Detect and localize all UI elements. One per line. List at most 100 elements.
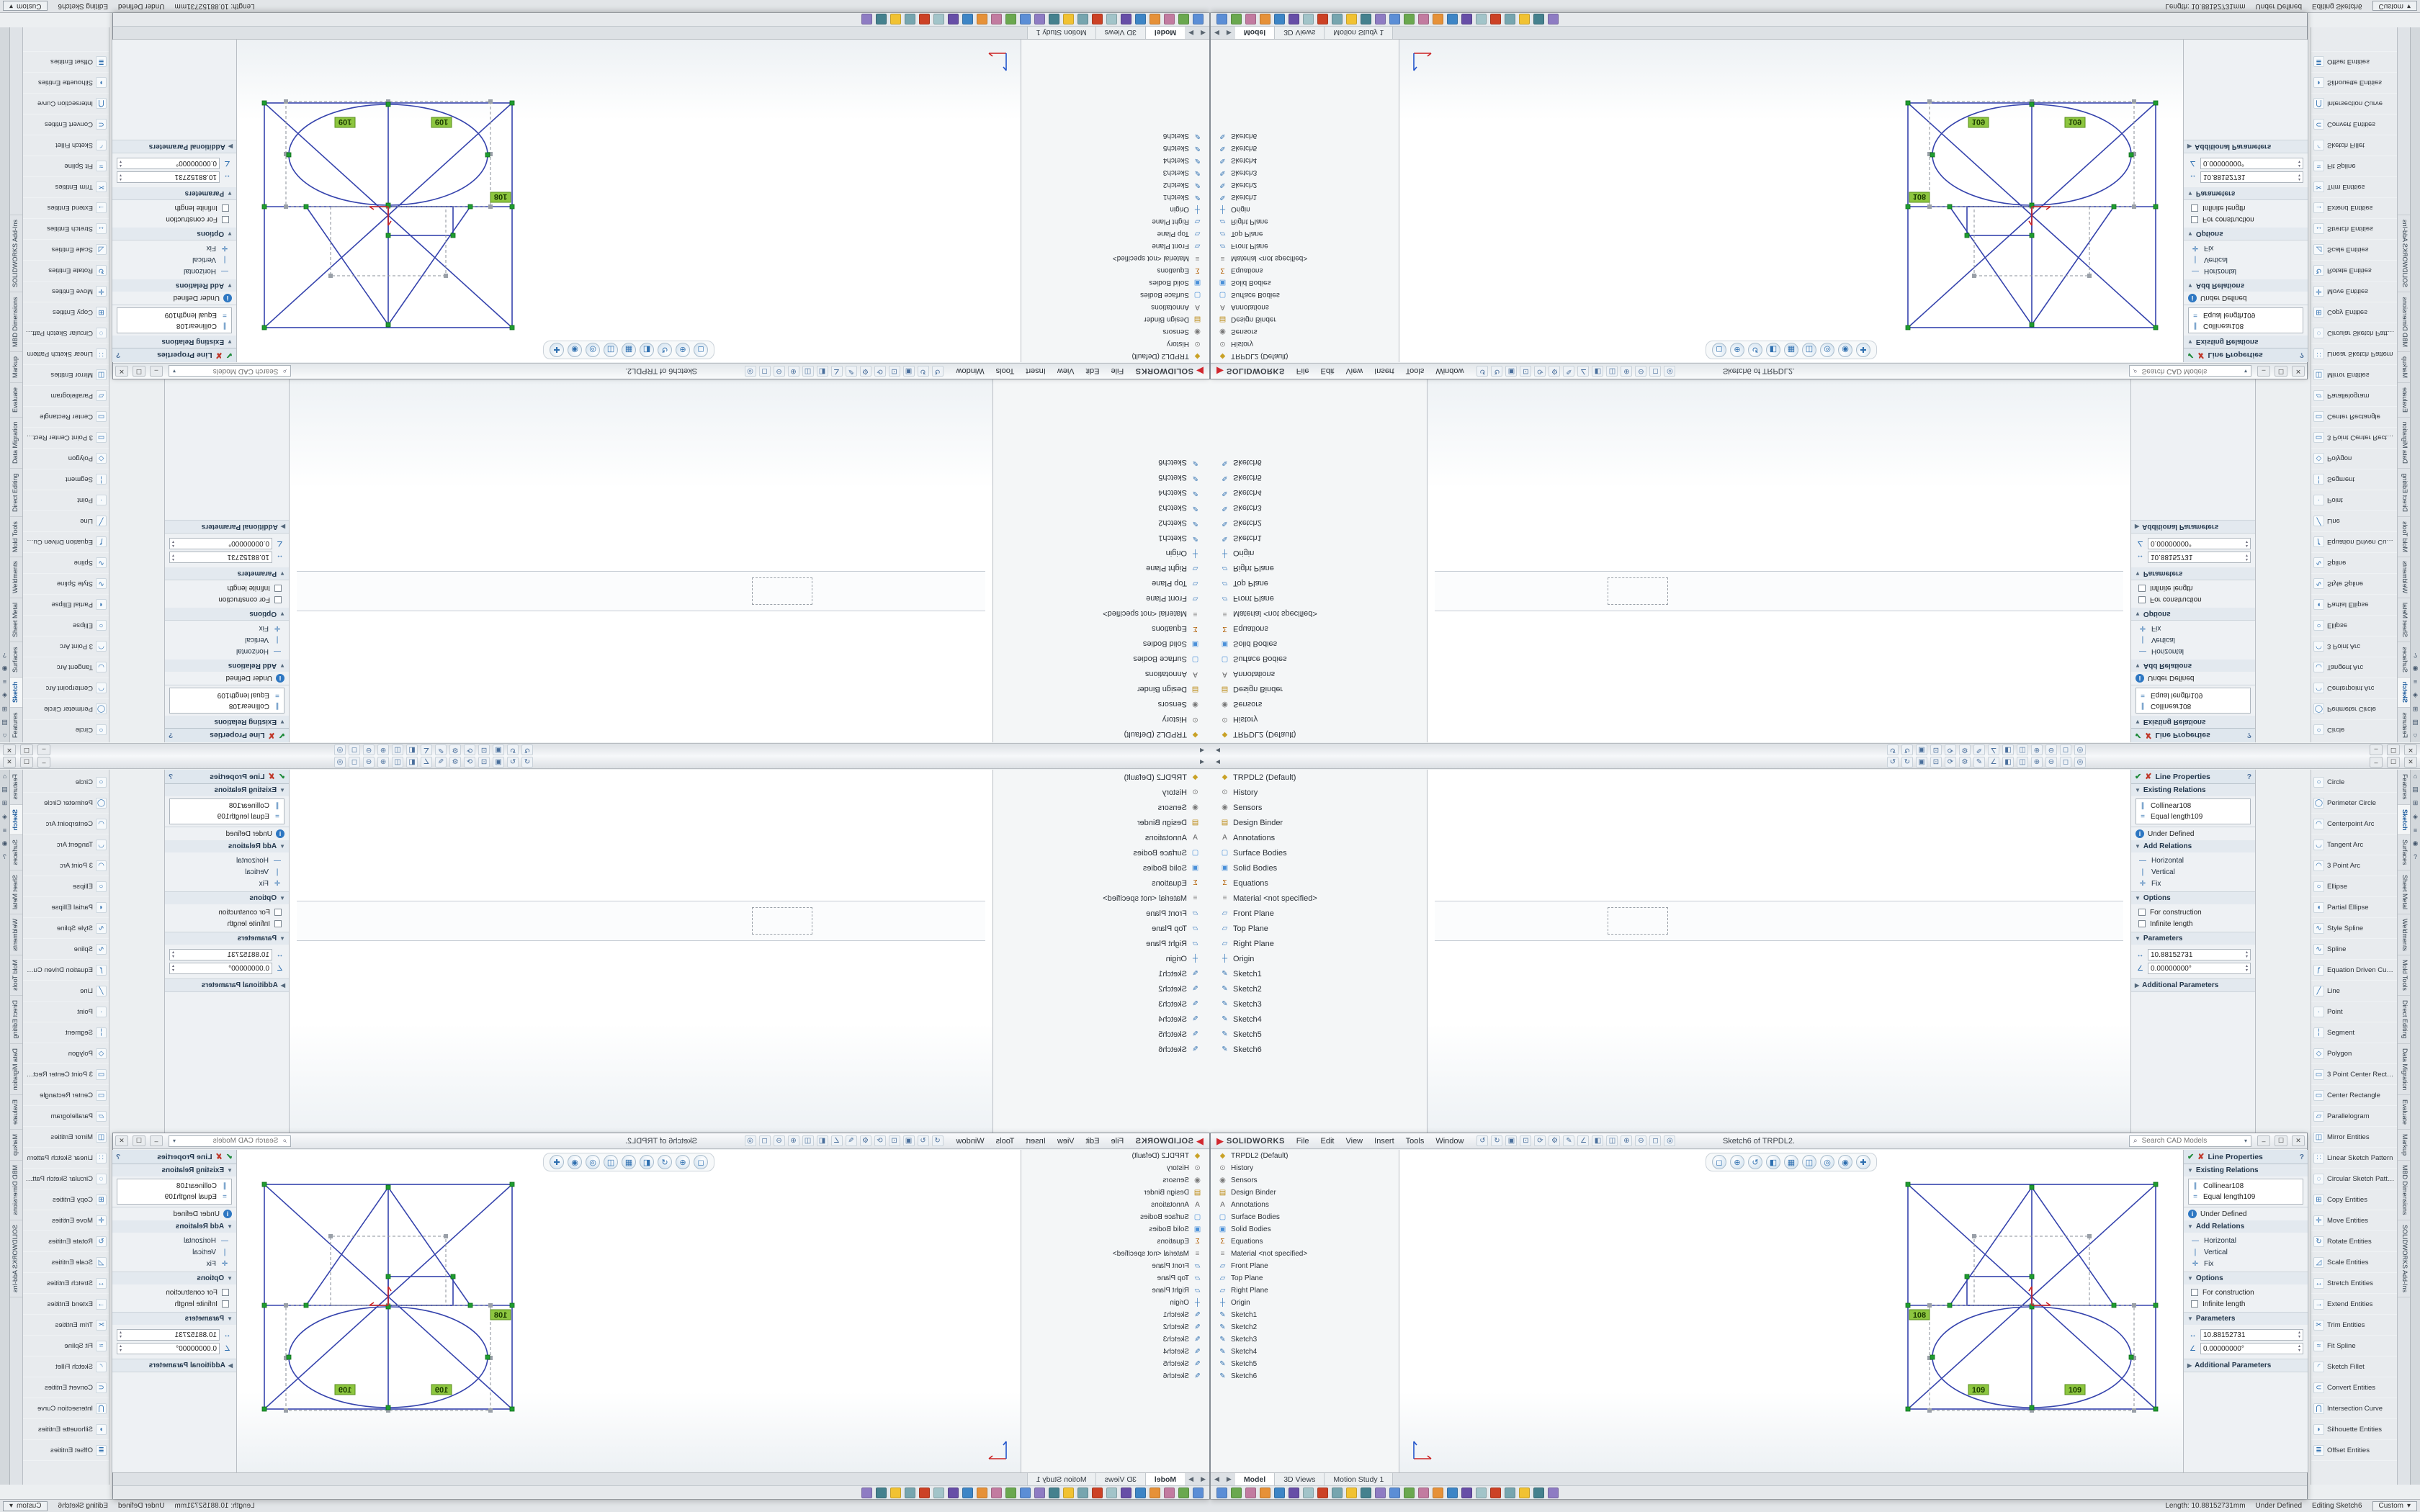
display-style-icon[interactable]: ◫ (1802, 343, 1816, 357)
sketch-tool-button[interactable]: ◖ Partial Ellipse (23, 594, 109, 615)
document-tab[interactable]: Motion Study 1 (1026, 1473, 1095, 1485)
tree-item-top-plane[interactable]: ▱ Top Plane (1210, 576, 1427, 591)
hide-show-icon[interactable]: ◎ (2074, 744, 2086, 755)
sketch-tool-button[interactable]: ◇ Polygon (2311, 1043, 2397, 1064)
appearances-icon[interactable]: ◈ (2413, 813, 2418, 820)
window-control-button[interactable]: – (2257, 1135, 2270, 1146)
zoom-in-icon[interactable]: ⊕ (377, 757, 389, 768)
command-tool-icon[interactable] (1034, 1487, 1045, 1498)
command-tab[interactable]: Sheet Metal (2398, 870, 2410, 914)
measure-icon[interactable]: ∠ (830, 366, 843, 377)
rebuild-icon[interactable]: ⟳ (464, 757, 475, 768)
tab-scroll-arrow[interactable]: ▶ (1226, 30, 1232, 37)
tree-item-sketch3[interactable]: ✎ Sketch3 (1211, 166, 1399, 179)
tree-item-equations[interactable]: Σ Equations (1211, 264, 1399, 276)
existing-relations-header[interactable]: ▼ Existing Relations (2131, 784, 2255, 796)
spinner-icon[interactable]: ▴▾ (2298, 1331, 2300, 1339)
tree-item-sketch4[interactable]: ✎ Sketch4 (1210, 1012, 1427, 1027)
sketch-tool-button[interactable]: ◡ Tangent Arc (23, 657, 109, 678)
option-checkbox-row[interactable]: Infinite length (2188, 1298, 2303, 1310)
command-tool-icon[interactable] (1375, 14, 1386, 25)
appearance-icon[interactable]: ◉ (568, 1155, 582, 1169)
section-view-icon[interactable]: ◧ (640, 1155, 654, 1169)
home-icon[interactable]: ⌂ (2413, 773, 2418, 780)
redo-icon[interactable]: ↻ (507, 757, 519, 768)
sketch-tool-button[interactable]: ◯ Perimeter Circle (23, 793, 109, 814)
additional-parameters-header[interactable]: ▶ Additional Parameters (2184, 1359, 2308, 1372)
tree-item-sketch6[interactable]: ✎ Sketch6 (1210, 1042, 1427, 1057)
option-checkbox-row[interactable]: Infinite length (2136, 582, 2251, 594)
menu-item[interactable]: Tools (1405, 1136, 1425, 1146)
sketch-canvas[interactable]: ◻⊕↺◧▦◫◎◉✚ (237, 1150, 1021, 1472)
menu-item[interactable]: File (1296, 366, 1309, 376)
tree-item-sketch5[interactable]: ✎ Sketch5 (993, 470, 1210, 485)
tree-item-sketch3[interactable]: ✎ Sketch3 (1021, 166, 1209, 179)
command-tool-icon[interactable] (991, 1487, 1002, 1498)
option-checkbox-row[interactable]: Infinite length (117, 1298, 232, 1310)
sketch-tool-button[interactable]: ◇ Polygon (2311, 448, 2397, 469)
sketch-tool-button[interactable]: ○ Circle (2311, 719, 2397, 740)
command-tool-icon[interactable] (1548, 14, 1559, 25)
command-tool-icon[interactable] (861, 14, 872, 25)
spinner-icon[interactable]: ▴▾ (172, 950, 175, 959)
command-tab[interactable]: Data Migration (2398, 416, 2410, 469)
menu-item[interactable]: Window (956, 366, 985, 376)
sketch-tool-button[interactable]: ▭ Center Rectangle (2311, 1085, 2397, 1106)
measure-icon[interactable]: ∠ (1577, 1135, 1590, 1146)
undo-icon[interactable]: ↺ (521, 744, 533, 755)
parameter-input[interactable]: 10.88152731 ▴▾ (2200, 171, 2303, 183)
sketch-tool-button[interactable]: ◌ Circular Sketch Pattern (23, 323, 109, 343)
section-view-icon[interactable]: ◧ (816, 366, 828, 377)
scene-icon[interactable]: ✚ (1856, 343, 1870, 357)
parameters-header[interactable]: ▼ Parameters (165, 567, 289, 580)
search-input[interactable] (2140, 1136, 2241, 1146)
sketch-tool-button[interactable]: ╎ Segment (2311, 469, 2397, 490)
command-tool-icon[interactable] (962, 14, 973, 25)
tree-item-sketch4[interactable]: ✎ Sketch4 (993, 485, 1210, 500)
relation-item[interactable]: = Equal length109 (120, 1192, 229, 1202)
command-tool-icon[interactable] (1505, 1487, 1515, 1498)
sketch-tool-button[interactable]: ○ Ellipse (2311, 615, 2397, 636)
design-library-icon[interactable]: ▤ (1, 786, 8, 793)
hide-show-icon[interactable]: ◎ (744, 366, 756, 377)
tree-item-sketch4[interactable]: ✎ Sketch4 (1021, 154, 1209, 166)
back-arrow-icon[interactable]: ◄ (1198, 746, 1206, 754)
zoom-out-icon[interactable]: ⊖ (2045, 757, 2057, 768)
sketch-tool-button[interactable]: ○ Ellipse (2311, 876, 2397, 897)
add-relation-button[interactable]: ― Horizontal (2139, 647, 2184, 656)
tree-item-equations[interactable]: Σ Equations (993, 621, 1210, 636)
menu-item[interactable]: Insert (1026, 1136, 1046, 1146)
redo-icon[interactable]: ↻ (1901, 744, 1913, 755)
sketch-tool-button[interactable]: ⋂ Intersection Curve (2311, 93, 2397, 114)
parameter-input[interactable]: 10.88152731 ▴▾ (169, 552, 272, 563)
tree-item-surface-bodies[interactable]: ▢ Surface Bodies (1221, 848, 1287, 858)
tree-item-equations[interactable]: Σ Equations (993, 876, 1210, 891)
checkbox[interactable] (222, 1289, 229, 1296)
tree-item-material[interactable]: ≡ Material <not specified> (1210, 891, 1427, 906)
tab-scroll-arrow[interactable]: ▶ (1188, 30, 1194, 37)
equal-relation-flag[interactable]: 109 (2064, 1384, 2086, 1395)
command-tab[interactable]: MBD Dimensions (2398, 1161, 2410, 1220)
command-tool-icon[interactable] (1092, 1487, 1103, 1498)
sketch-tool-button[interactable]: ◜ Sketch Fillet (23, 1356, 109, 1377)
sketch-tool-button[interactable]: ○ Circle (23, 719, 109, 740)
appearances-icon[interactable]: ◈ (2413, 692, 2418, 699)
tree-item-annotations[interactable]: A Annotations (993, 830, 1210, 845)
tree-item-right-plane[interactable]: ▱ Right Plane (1211, 215, 1399, 228)
sketch-tool-button[interactable]: ∿ Style Spline (2311, 918, 2397, 939)
zoom-fit-icon[interactable]: ◻ (694, 343, 708, 357)
menu-item[interactable]: Edit (1085, 1136, 1100, 1146)
hide-show-icon[interactable]: ◎ (744, 1135, 756, 1146)
ok-icon[interactable]: ✔ (225, 1153, 233, 1161)
sketch-icon[interactable]: ✎ (1563, 1135, 1575, 1146)
tree-item-front-plane[interactable]: ▱ Front Plane (1210, 591, 1427, 606)
scene-icon[interactable]: ✚ (1856, 1155, 1870, 1169)
parameter-input[interactable]: 10.88152731 ▴▾ (2200, 1329, 2303, 1341)
print-icon[interactable]: ⊡ (1930, 757, 1942, 768)
chevron-down-icon[interactable]: ▾ (173, 368, 176, 374)
save-icon[interactable]: ▣ (493, 744, 504, 755)
add-relation-button[interactable]: ❘ Vertical (2192, 1248, 2228, 1256)
add-relation-button[interactable]: ❘ Vertical (2139, 868, 2175, 876)
command-tool-icon[interactable] (1063, 14, 1074, 25)
zoom-fit-icon[interactable]: ◻ (1712, 343, 1726, 357)
